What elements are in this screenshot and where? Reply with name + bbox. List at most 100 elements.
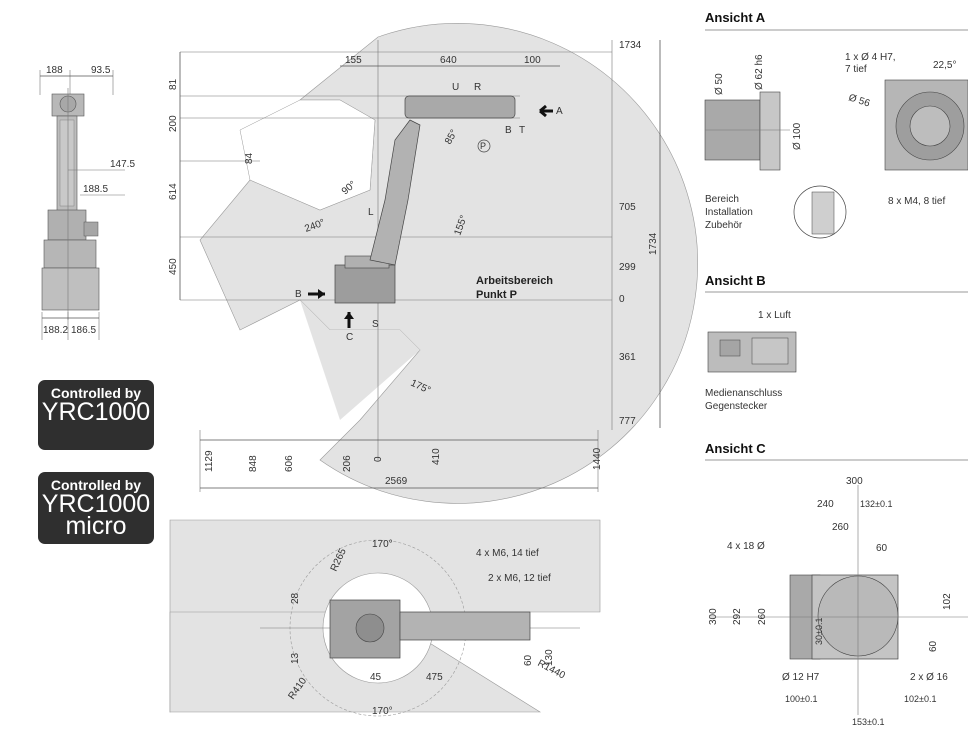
top-dim-640: 640 [440, 55, 457, 66]
top-2xm6: 2 x M6, 12 tief [488, 573, 551, 584]
left-dim-450: 450 [168, 258, 179, 275]
top-dim-45: 45 [370, 672, 382, 683]
work-envelope [199, 23, 698, 504]
bottom-dim-848: 848 [248, 455, 259, 472]
c-dim-4x18: 4 x 18 Ø [727, 541, 765, 552]
arrow-label-c: C [346, 332, 353, 343]
c-dim-132: 132±0.1 [860, 499, 892, 509]
top-robot-base [329, 599, 401, 659]
top-angle-170-lower: 170° [372, 706, 393, 717]
robot-lower-arm [369, 119, 421, 266]
a-dim-d50: Ø 50 [714, 73, 725, 95]
c-dim-102-right: 102 [942, 593, 953, 610]
bottom-dim-410: 410 [431, 448, 442, 465]
a-dim-1xd4: 1 x Ø 4 H7, [845, 52, 896, 63]
c-dim-260-left: 260 [757, 608, 768, 625]
ansicht-a: Ansicht A Ø 50 Ø 62 h6 Ø 100 Bereich Ins… [704, 10, 968, 239]
controller-badge-yrc1000-micro: Controlled by YRC1000 micro [38, 472, 154, 544]
axis-b: B [505, 125, 512, 136]
right-dim-299: 299 [619, 262, 636, 273]
right-dim-0: 0 [619, 294, 625, 305]
c-dim-300-left: 300 [708, 608, 719, 625]
ansicht-b: Ansicht B 1 x Luft Medienanschluss Gegen… [705, 273, 968, 412]
c-dim-260: 260 [832, 522, 849, 533]
top-dim-100: 100 [524, 55, 541, 66]
b-label-anschluss: Medienanschluss [705, 388, 782, 399]
top-dim-60: 60 [523, 654, 534, 666]
c-dim-240: 240 [817, 499, 834, 510]
side-dim-93-5: 93.5 [91, 65, 111, 76]
robot-base [334, 264, 396, 304]
top-dim-13: 13 [290, 652, 301, 664]
left-dim-84: 84 [244, 152, 255, 164]
top-dim-130: 130 [544, 649, 555, 666]
side-dim-186-5: 186.5 [71, 325, 96, 336]
top-angle-170-upper: 170° [372, 539, 393, 550]
a-dim-d62: Ø 62 h6 [754, 54, 765, 90]
top-dim-155: 155 [345, 55, 362, 66]
c-dim-d12: Ø 12 H7 [782, 672, 820, 683]
c-dim-153: 153±0.1 [852, 717, 884, 727]
top-dim-28: 28 [290, 592, 301, 604]
top-dim-475: 475 [426, 672, 443, 683]
a-dim-d56: Ø 56 [847, 92, 871, 109]
c-dim-30: 30±0.1 [814, 618, 824, 645]
c-dim-300-top: 300 [846, 476, 863, 487]
side-view: 188 93.5 147.5 188.5 188.2 186.5 [39, 65, 135, 340]
side-dim-188-2: 188.2 [43, 325, 68, 336]
bottom-dim-606: 606 [284, 455, 295, 472]
c-dim-100: 100±0.1 [785, 694, 817, 704]
robot-upper-arm [404, 95, 516, 119]
work-area-point: Punkt P [476, 289, 517, 301]
ansicht-c: Ansicht C 300 240 132±0.1 260 60 4 x 18 … [705, 441, 968, 727]
bottom-total-2569: 2569 [385, 476, 408, 487]
axis-l: L [368, 207, 374, 218]
right-dim-705: 705 [619, 202, 636, 213]
main-view: 81 200 84 614 450 155 640 100 U R B T L … [168, 23, 698, 504]
a-note-1: Bereich [705, 194, 739, 205]
axis-u: U [452, 82, 459, 93]
c-dim-60-top: 60 [876, 543, 888, 554]
right-dim-361: 361 [619, 352, 636, 363]
side-dim-147-5: 147.5 [110, 159, 135, 170]
right-dim-777: 777 [619, 416, 636, 427]
b-label-luft: 1 x Luft [758, 310, 791, 321]
axis-t: T [519, 125, 525, 136]
left-dim-200: 200 [168, 115, 179, 132]
top-view: R265 170° 170° 4 x M6, 14 tief 2 x M6, 1… [169, 519, 601, 717]
left-dim-614: 614 [168, 183, 179, 200]
bottom-dim-206: 206 [342, 455, 353, 472]
a-dim-22-5: 22,5° [933, 60, 956, 71]
ansicht-b-title: Ansicht B [705, 273, 766, 288]
a-note-2: Installation [705, 207, 753, 218]
point-p: P [480, 141, 486, 151]
side-dim-188: 188 [46, 65, 63, 76]
ansicht-c-title: Ansicht C [705, 441, 766, 456]
top-4xm6: 4 x M6, 14 tief [476, 548, 539, 559]
ansicht-a-title: Ansicht A [705, 10, 766, 25]
work-area-title: Arbeitsbereich [476, 275, 553, 287]
a-dim-8xm4: 8 x M4, 8 tief [888, 196, 945, 207]
controller-prefix: Controlled by [50, 385, 142, 401]
bottom-dim-1129: 1129 [204, 450, 215, 472]
right-total-1734: 1734 [648, 232, 659, 255]
a-dim-d100: Ø 100 [792, 122, 803, 150]
left-dim-81: 81 [168, 78, 179, 90]
controller-model-suffix: micro [65, 512, 127, 540]
bottom-dim-1440: 1440 [592, 447, 603, 470]
bottom-dim-0: 0 [373, 456, 384, 462]
controller-badge-yrc1000: Controlled by YRC1000 [38, 380, 154, 450]
c-dim-60-right: 60 [928, 640, 939, 652]
axis-r: R [474, 82, 481, 93]
b-label-stecker: Gegenstecker [705, 401, 768, 412]
c-dim-2xd16: 2 x Ø 16 [910, 672, 948, 683]
axis-s: S [372, 319, 379, 330]
top-robot-arm [399, 611, 531, 641]
arrow-label-b: B [295, 289, 302, 300]
a-dim-7tief: 7 tief [845, 64, 867, 75]
controller-model: YRC1000 [41, 490, 151, 518]
a-note-3: Zubehör [705, 220, 743, 231]
controller-model: YRC1000 [41, 398, 151, 426]
controller-prefix: Controlled by [50, 477, 142, 493]
